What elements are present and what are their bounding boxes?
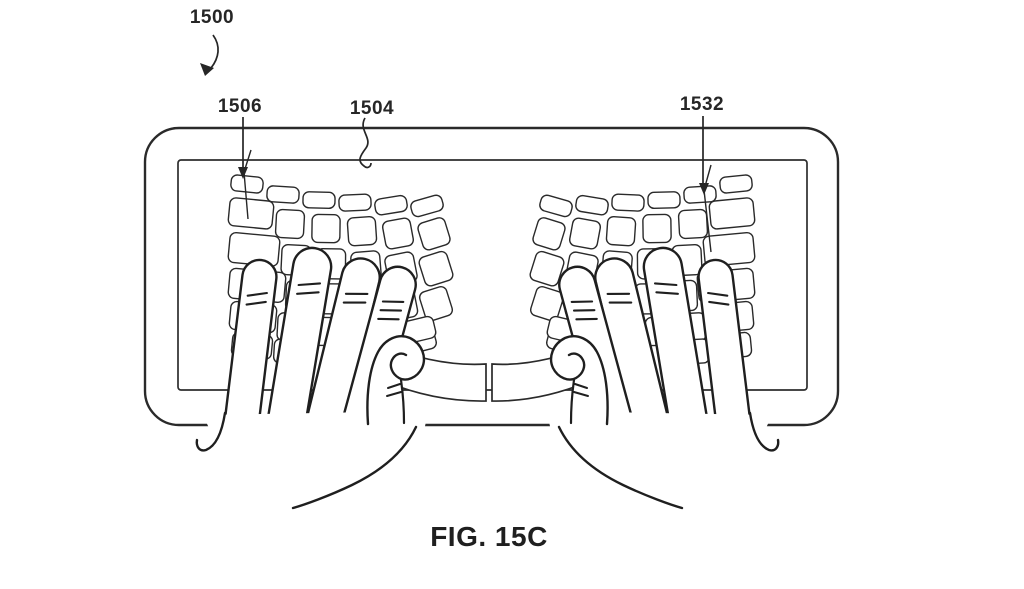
key — [302, 191, 336, 210]
key — [266, 185, 300, 204]
leader-1532-zigzag — [703, 164, 712, 253]
key — [274, 208, 306, 240]
finger-crease-mark — [296, 291, 320, 295]
key — [410, 194, 444, 218]
left-thumb-outline — [366, 335, 426, 426]
finger-crease-mark — [297, 282, 322, 287]
key — [346, 215, 378, 247]
key — [227, 197, 275, 230]
leader-1506-arrowhead — [238, 167, 248, 179]
figure-caption: FIG. 15C — [430, 521, 548, 552]
key — [311, 213, 341, 244]
leader-1500-arrowhead — [200, 63, 214, 76]
leader-lines — [200, 34, 712, 253]
leader-1500 — [210, 34, 219, 69]
left-thumb-crease-marks — [386, 383, 402, 397]
key — [417, 217, 451, 251]
reference-label-1500: 1500 — [189, 7, 235, 28]
left-thumb-inner-line — [399, 378, 406, 425]
left-hand-illustration — [195, 246, 428, 510]
left-palm-edge — [195, 411, 227, 452]
finger — [223, 258, 278, 424]
key — [418, 250, 454, 287]
reference-label-1504: 1504 — [349, 98, 395, 119]
key — [338, 193, 372, 212]
finger-crease-mark — [246, 291, 268, 297]
key — [374, 194, 408, 216]
left-palm — [203, 411, 428, 509]
key — [418, 286, 454, 322]
key — [230, 174, 264, 194]
left-thumb — [367, 336, 424, 424]
finger-crease-mark — [245, 300, 267, 306]
key — [381, 217, 415, 250]
left-wrist-line — [291, 425, 418, 510]
reference-label-1532: 1532 — [679, 94, 725, 115]
left-hand-fingers — [223, 246, 417, 441]
reference-label-1506: 1506 — [217, 96, 263, 117]
leader-1506-zigzag — [243, 149, 252, 220]
leader-1504 — [359, 117, 372, 169]
